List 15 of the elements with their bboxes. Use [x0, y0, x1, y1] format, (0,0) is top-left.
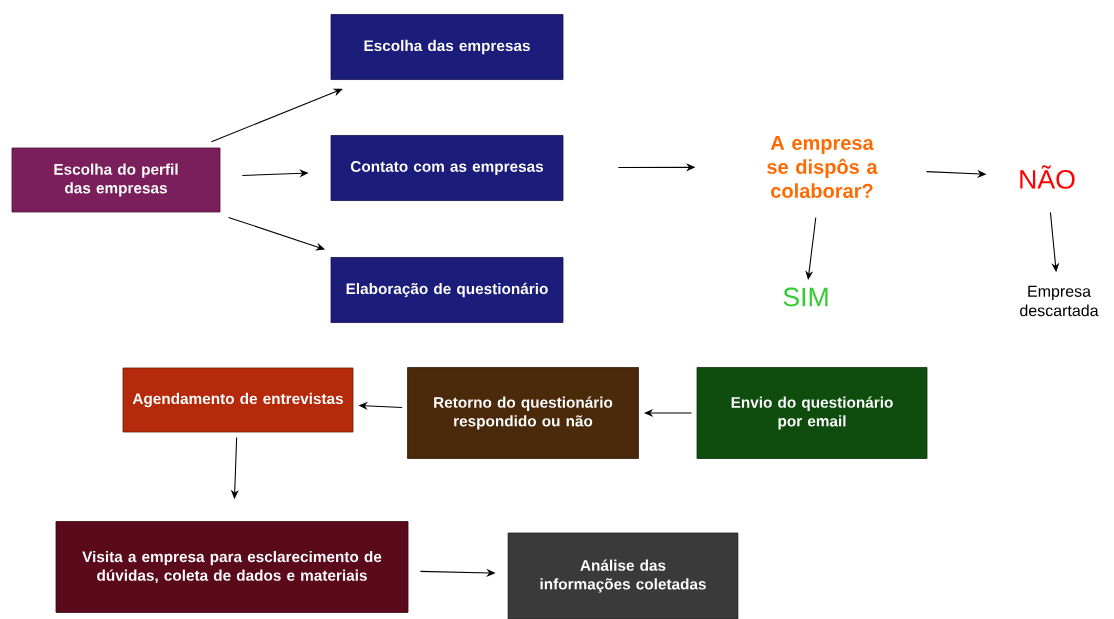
process-box: Visita a empresa para esclarecimento de dúvidas, coleta de dados e materiais	[55, 521, 409, 613]
process-box: Escolha das empresas	[330, 14, 564, 80]
question-text: A empresa se dispôs a colaborar?	[767, 136, 878, 198]
arrow	[210, 88, 343, 143]
process-box: Retorno do questionário respondido ou não	[407, 367, 639, 459]
process-box: Análise das informações coletadas	[507, 532, 739, 619]
outcome-text: Empresa descartada	[1020, 285, 1099, 317]
process-box: Agendamento de entrevistas	[122, 367, 354, 433]
process-box: Escolha do perfil das empresas	[11, 147, 221, 213]
process-box: Envio do questionário por email	[696, 367, 928, 459]
answer-text: SIM	[783, 287, 828, 307]
answer-text: NÃO	[1020, 165, 1075, 189]
process-box: Contato com as empresas	[330, 135, 564, 201]
arrow	[805, 216, 817, 280]
process-box: Elaboração de questionário	[330, 257, 564, 323]
